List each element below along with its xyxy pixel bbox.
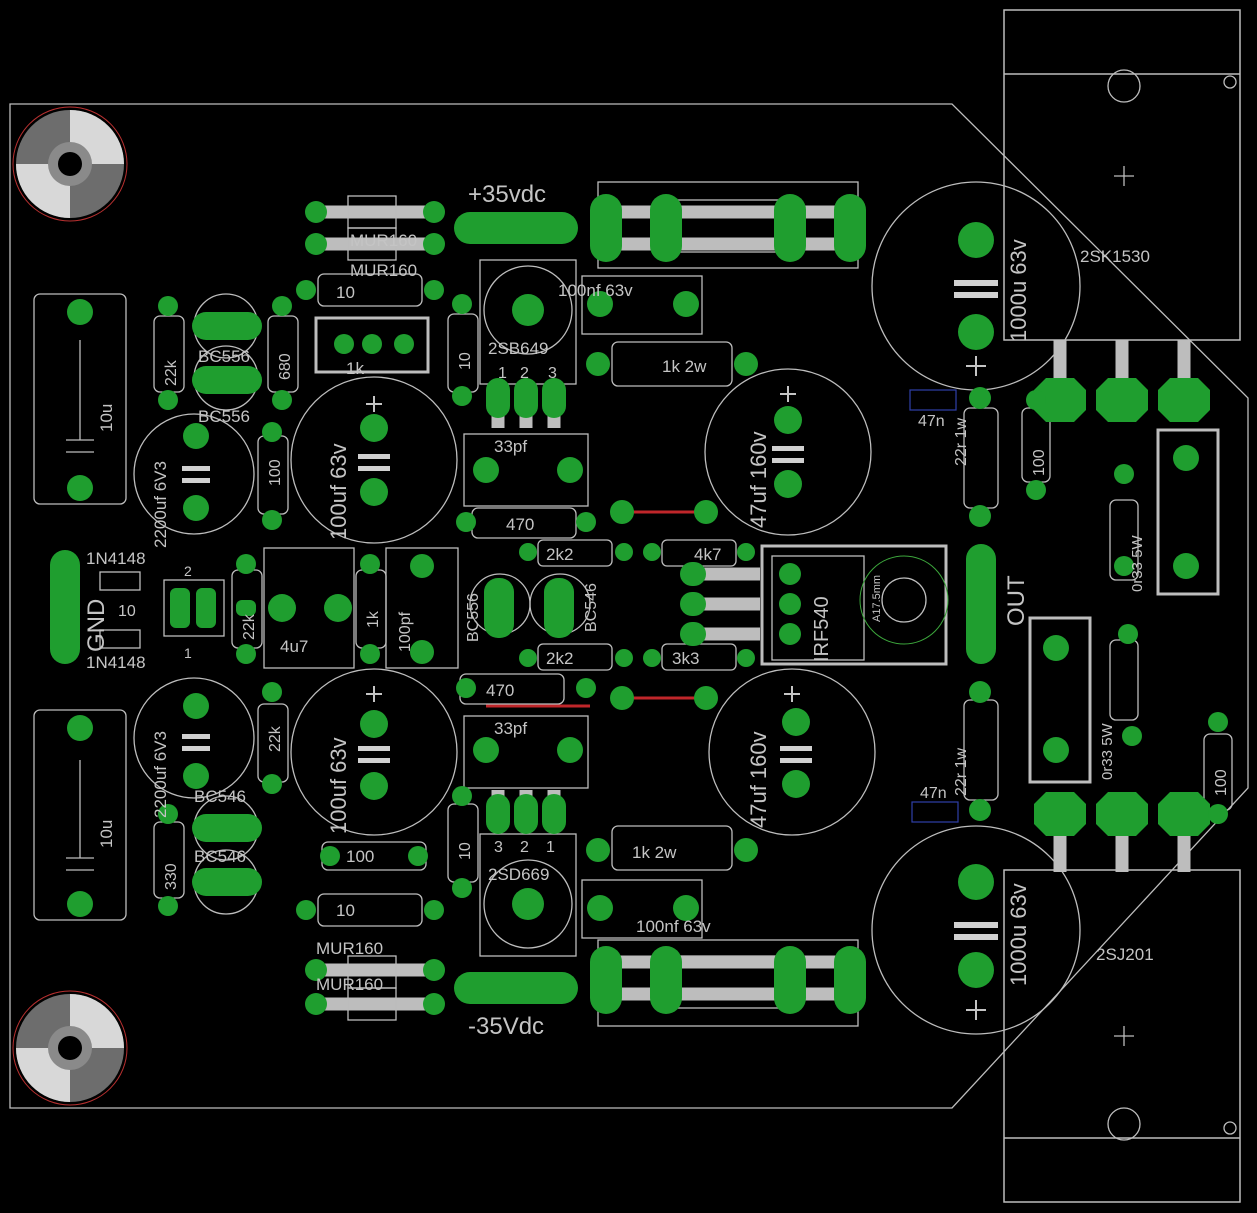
label-sb649-p2: 2 [520,365,529,382]
label-r470-top: 470 [506,515,534,534]
label-bridge-p1: 1 [184,645,192,661]
label-trim-1k: 1k [346,359,364,378]
label-mur160-1: MUR160 [350,231,417,250]
component-outlines [33,181,1233,1035]
label-r330: 330 [163,863,180,890]
label-c2200-bot: 2200uf 6V3 [151,731,170,818]
label-mur160-4: MUR160 [316,975,383,994]
mounting-hole-bottom [12,990,128,1106]
pads [50,194,1228,1015]
label-bc546-bot1: BC546 [194,787,246,806]
heatsink-top [1003,9,1241,341]
label-supply-pos: +35vdc [468,181,546,208]
label-sk1530: 2SK1530 [1080,247,1150,266]
label-r100-hs1: 100 [1031,449,1048,476]
label-gnd: GND [83,599,110,652]
label-r0r33-top: 0r33 5W [1129,534,1146,592]
label-c4u7: 4u7 [280,637,308,656]
label-c100pf: 100pf [397,611,414,652]
label-r22k-1: 22k [163,359,180,386]
label-sd669-p3: 3 [494,839,503,856]
label-sj201: 2SJ201 [1096,945,1154,964]
mounting-hole-top [12,106,128,222]
label-r680: 680 [277,353,294,380]
label-irf540: IRF540 [811,596,833,662]
silkscreen-labels: +35vdc -35Vdc MUR160 MUR160 MUR160 MUR16… [83,181,1230,1040]
label-r4k7: 4k7 [694,545,721,564]
label-c47uf-bot: 47uf 160v [746,731,771,828]
label-c47uf-top: 47uf 160v [746,431,771,528]
label-sd669: 2SD669 [488,865,549,884]
label-c1000u-bot: 1000u 63v [1006,883,1031,986]
heatsink-bottom [1003,869,1241,1203]
label-a175: A17.5mm [871,575,883,622]
label-c33pf-bot: 33pf [494,719,527,738]
label-c47n-top: 47n [918,413,945,430]
label-c1000u-top: 1000u 63v [1006,239,1031,342]
label-c47n-bot: 47n [920,785,947,802]
label-r1k-v: 1k [365,610,382,628]
label-r10-bot: 10 [336,901,355,920]
label-r2k2-top: 2k2 [546,545,573,564]
label-c10u-bot: 10u [97,820,116,848]
label-n4148-top: 1N4148 [86,549,146,568]
label-r1k2w-top: 1k 2w [662,357,707,376]
label-c2200-top: 2200uf 6V3 [151,461,170,548]
label-r22k-2: 22k [267,725,284,752]
label-supply-neg: -35Vdc [468,1013,544,1040]
label-bc546-bot2: BC546 [194,847,246,866]
label-sd669-p2: 2 [520,839,529,856]
label-bc556-top2: BC556 [198,407,250,426]
label-bc556-h: BC556 [465,593,482,642]
label-r10-v1: 10 [457,352,474,370]
label-r1k2w-bot: 1k 2w [632,843,677,862]
label-c33pf-top: 33pf [494,437,527,456]
label-r22r1w-top: 22r 1w [953,418,970,466]
label-sb649-p1: 1 [498,365,507,382]
label-r100-hs2: 100 [1213,769,1230,796]
label-bridge-r10: 10 [118,603,136,620]
label-c100uf-bot: 100uf 63v [326,737,351,834]
label-r100-mid: 100 [346,847,374,866]
label-r470-bot: 470 [486,681,514,700]
label-r22r1w-bot: 22r 1w [953,748,970,796]
label-bc556-top1: BC556 [198,347,250,366]
label-out: OUT [1003,575,1030,626]
label-r22k-3: 22k [241,613,258,640]
label-sd669-p1: 1 [546,839,555,856]
label-c100nf-bot: 100nf 63v [636,917,711,936]
label-mur160-2: MUR160 [350,261,417,280]
polarity-marks [366,356,986,1020]
label-c100uf-top: 100uf 63v [326,443,351,540]
label-sb649-p3: 3 [548,365,557,382]
label-c10u-top: 10u [97,404,116,432]
label-bc546-h: BC546 [583,583,600,632]
red-jumpers [486,510,706,708]
label-r3k3: 3k3 [672,649,699,668]
label-mur160-3: MUR160 [316,939,383,958]
label-bridge-p2: 2 [184,563,192,579]
label-r10-v2: 10 [457,842,474,860]
label-r0r33-bot: 0r33 5W [1099,722,1116,780]
label-r10-top: 10 [336,283,355,302]
label-r100-v: 100 [267,459,284,486]
label-c100nf-top: 100nf 63v [558,281,633,300]
label-n4148-bot: 1N4148 [86,653,146,672]
board-outline [9,103,1249,1109]
traces [316,205,1191,1011]
label-sb649: 2SB649 [488,339,549,358]
label-r2k2-bot: 2k2 [546,649,573,668]
